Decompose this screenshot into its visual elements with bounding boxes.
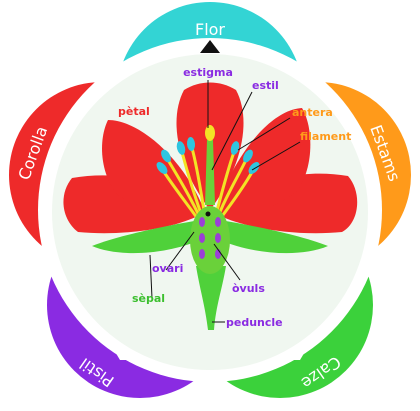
pointer-lines: [149, 80, 301, 323]
petal-top-right: [215, 108, 311, 215]
ovary: [190, 206, 230, 274]
label-filament: filament: [300, 130, 351, 143]
petal-right: [218, 173, 358, 234]
label-antera: antera: [292, 106, 333, 119]
label-ovuls: òvuls: [232, 282, 265, 295]
anthers: [156, 137, 260, 174]
ring-label-flor: Flor: [195, 20, 225, 39]
pointer-triangle-icon: [200, 40, 220, 53]
sepal-left: [92, 220, 200, 254]
ovules: [199, 217, 221, 259]
label-peduncle: peduncle: [226, 316, 283, 329]
label-sepal: sèpal: [132, 292, 165, 305]
label-estil: estil: [252, 79, 279, 92]
peduncle-stem: [196, 266, 226, 330]
label-estigma: estigma: [183, 66, 233, 79]
ovary-dot: [205, 211, 211, 217]
stigma: [205, 125, 215, 141]
style: [205, 140, 215, 205]
label-petal: pètal: [118, 105, 150, 118]
flower: [63, 82, 358, 330]
sepal-right: [220, 220, 328, 254]
label-ovari: ovari: [152, 262, 183, 275]
